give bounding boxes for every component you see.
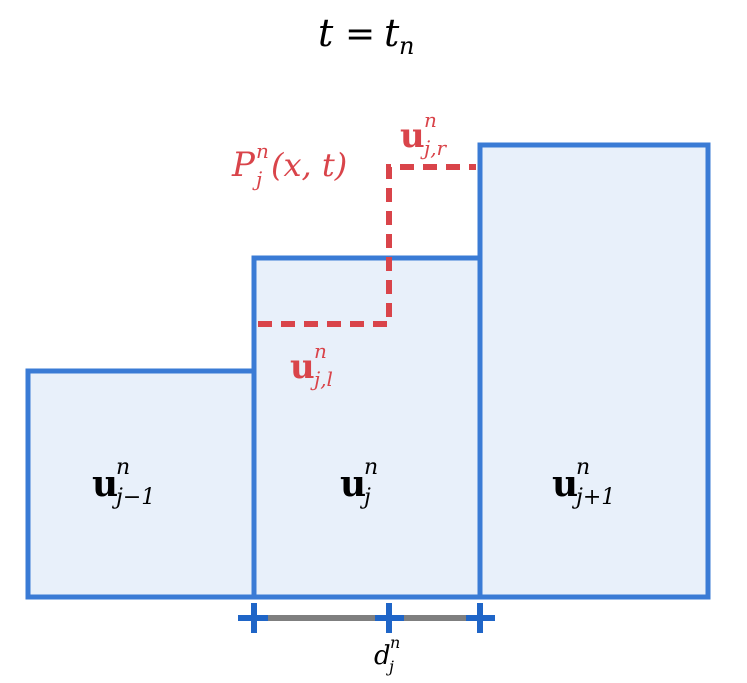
cell-left [25, 368, 257, 600]
interval-label: d n j [374, 633, 400, 676]
title-equals: = [345, 14, 375, 55]
cell-label-left: u n j−1 [92, 455, 155, 510]
left-state-label-sup: n [314, 339, 327, 363]
interval-marker [238, 603, 495, 633]
title-equation: t = t n [318, 11, 414, 60]
right-state-label-sub: j,r [420, 136, 448, 160]
interval-label-sup: n [390, 633, 400, 652]
polynomial-label-args: (x, t) [271, 146, 347, 184]
cell-label-center: u n j [340, 455, 378, 510]
cell-label-right: u n j+1 [552, 455, 615, 510]
title-rhs-base: t [384, 11, 400, 55]
polynomial-label-sup: n [256, 139, 269, 163]
tick-left [238, 603, 268, 633]
tick-right [466, 603, 495, 633]
cells [25, 142, 711, 600]
cell-label-right-sup: n [576, 455, 590, 480]
interval-label-base: d [374, 641, 391, 671]
cell-label-left-sub: j−1 [111, 485, 155, 510]
cell-label-center-base: u [340, 463, 366, 505]
right-state-label-base: u [400, 116, 425, 156]
left-state-label: u n j,l [290, 339, 333, 391]
left-state-label-sub: j,l [310, 367, 333, 391]
cell-label-left-sup: n [116, 455, 130, 480]
right-state-label: u n j,r [400, 108, 448, 160]
polynomial-label-sub: j [252, 167, 262, 191]
cell-label-right-base: u [552, 463, 578, 505]
cell-label-left-base: u [92, 463, 118, 505]
cell-right [477, 142, 711, 600]
cell-label-center-sup: n [364, 455, 378, 480]
title-lhs: t [318, 11, 334, 55]
interval-label-sub: j [386, 657, 394, 676]
polynomial-label-base: P [231, 145, 256, 185]
tick-center [375, 603, 404, 633]
cell-label-right-sub: j+1 [571, 485, 615, 510]
cell-center [251, 255, 483, 600]
reconstruction-polynomial [258, 164, 476, 327]
title-rhs-sub: n [399, 32, 414, 60]
polynomial-label: P n j (x, t) [231, 139, 347, 191]
right-state-label-sup: n [424, 108, 437, 132]
left-state-label-base: u [290, 347, 315, 387]
